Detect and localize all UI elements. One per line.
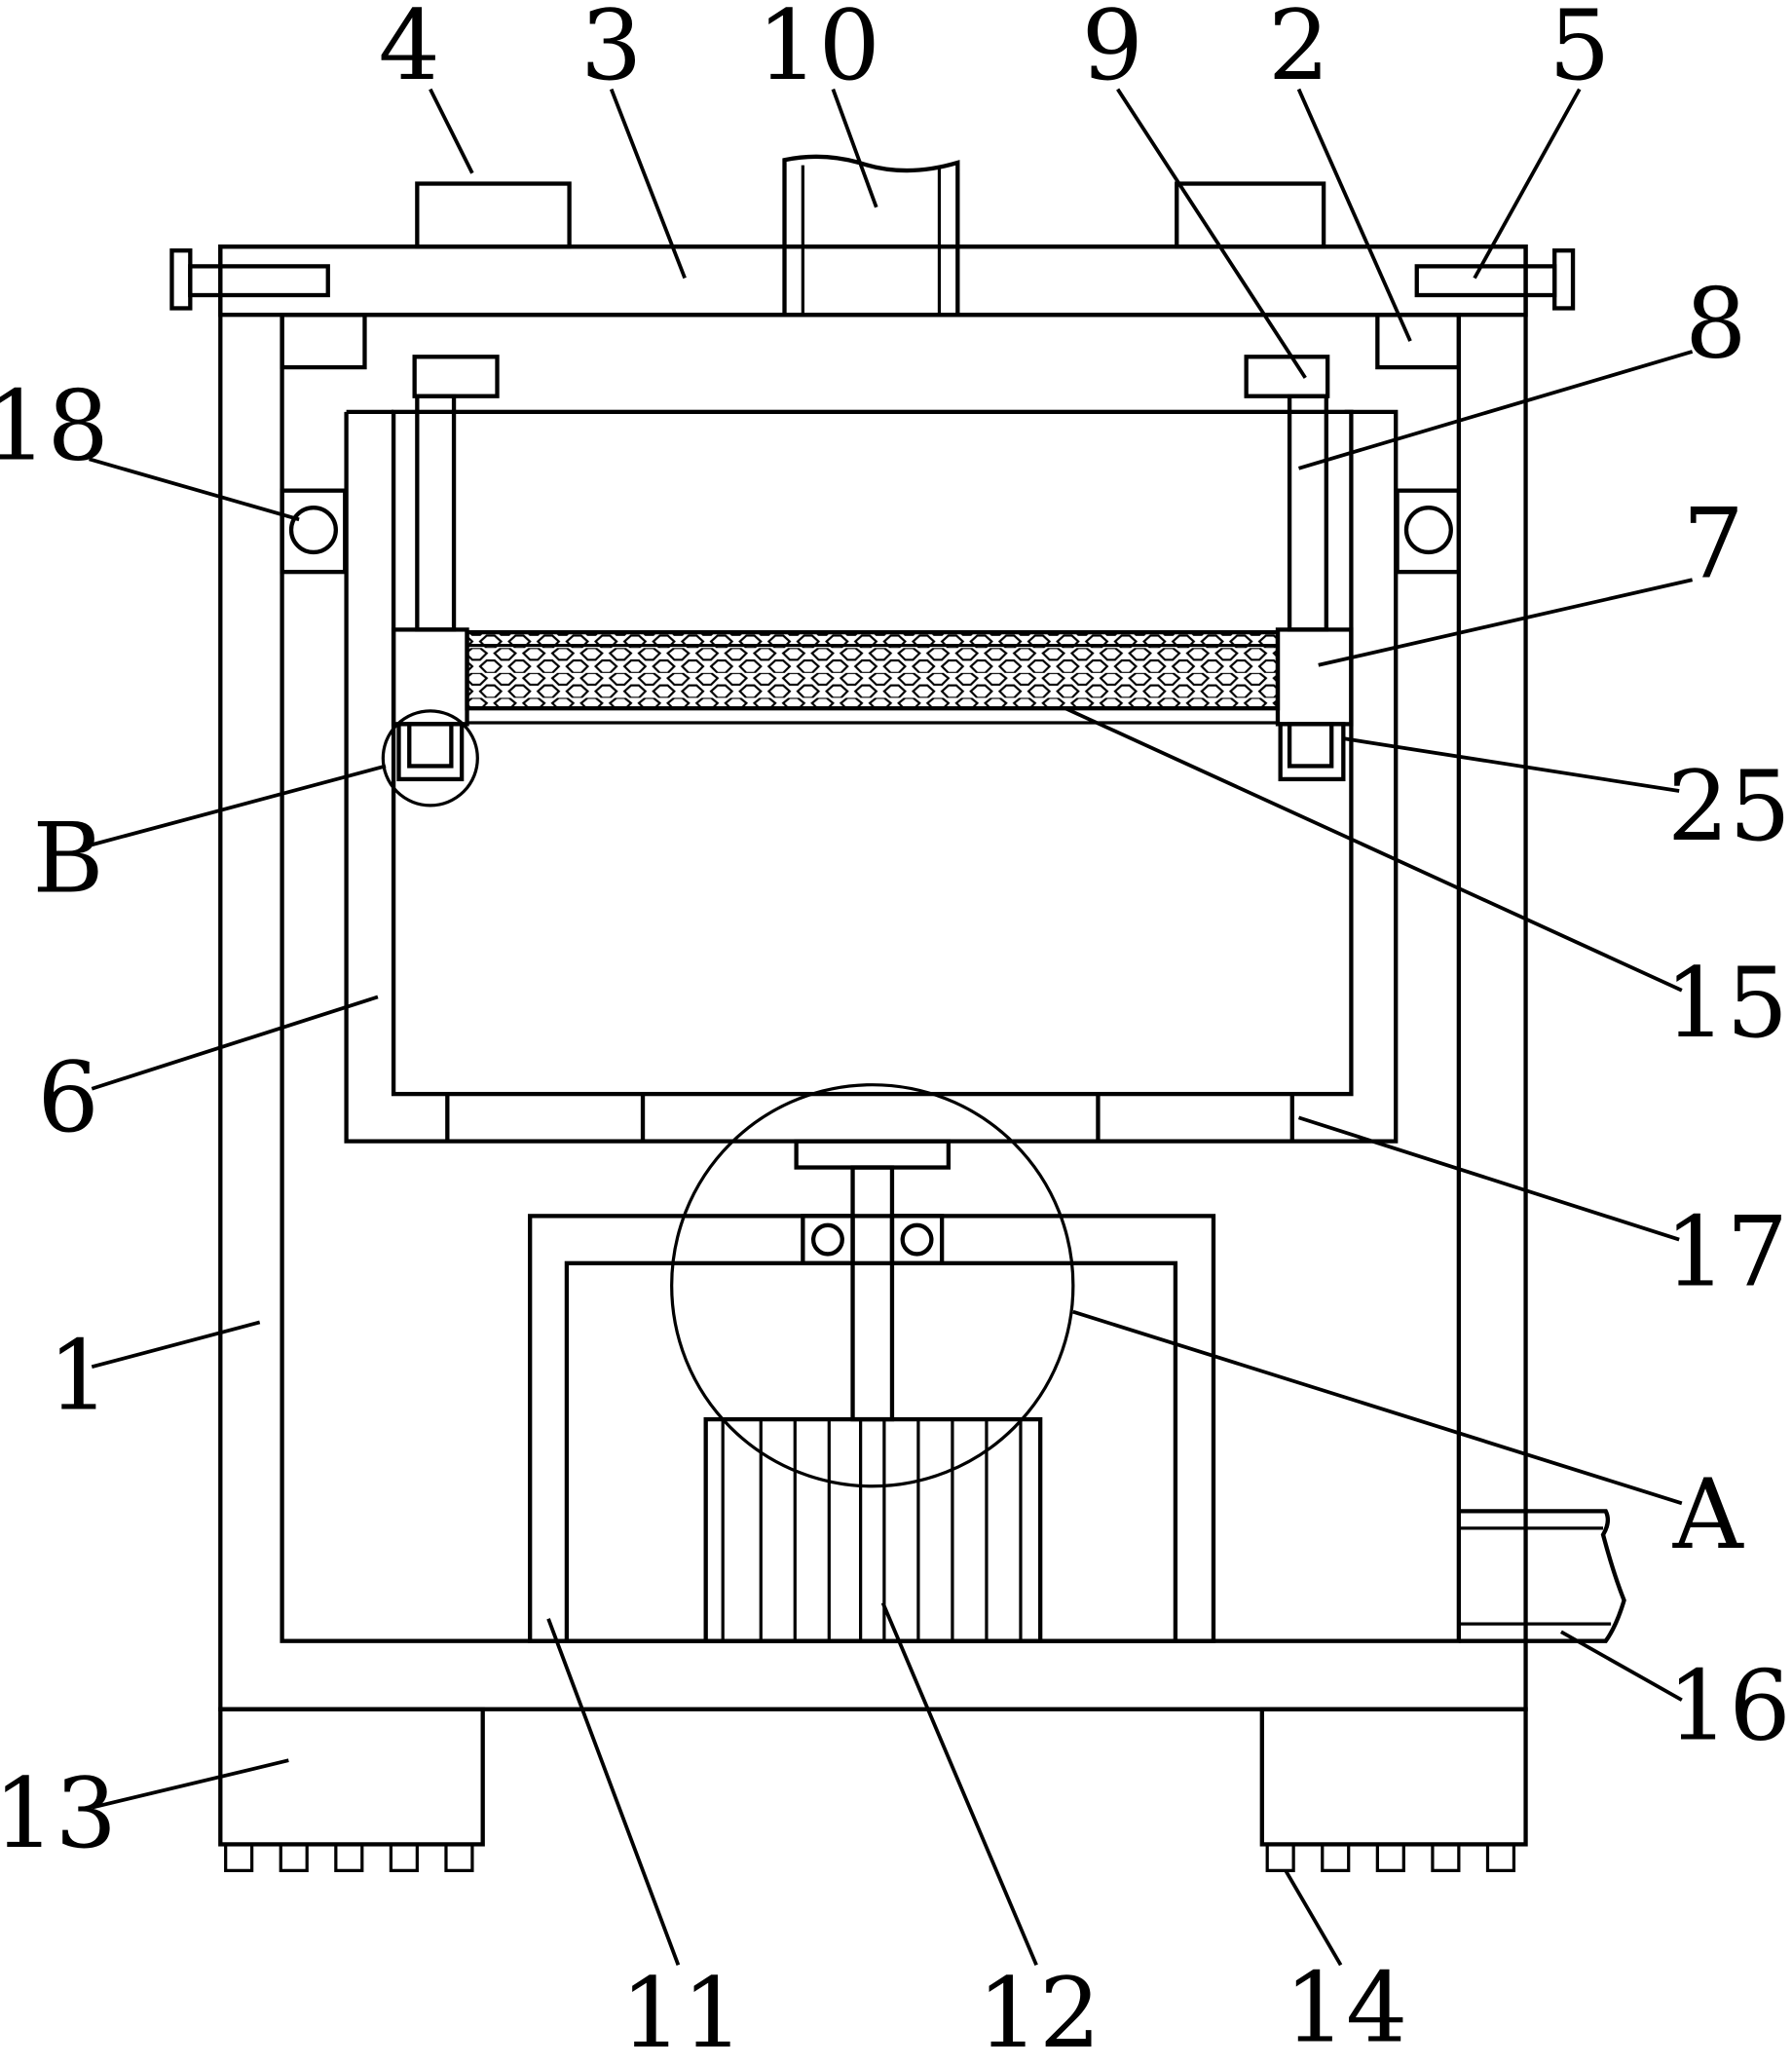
clamps bbox=[396, 722, 1346, 782]
filter-basket bbox=[344, 409, 1399, 1144]
callout-1: 1 bbox=[48, 1318, 109, 1432]
callout-A: A bbox=[1672, 1457, 1744, 1571]
callout-16: 16 bbox=[1667, 1649, 1791, 1763]
callout-13: 13 bbox=[0, 1756, 117, 1870]
callout-14: 14 bbox=[1285, 1950, 1408, 2064]
callout-5: 5 bbox=[1549, 0, 1610, 102]
corner-blocks bbox=[280, 313, 1462, 370]
callout-B: B bbox=[32, 802, 103, 916]
callout-6: 6 bbox=[37, 1040, 98, 1154]
callout-11: 11 bbox=[620, 1956, 744, 2066]
motor-frame bbox=[528, 1214, 1216, 1643]
leader-lines bbox=[89, 88, 1694, 1967]
top-blocks bbox=[415, 181, 1326, 249]
detail-circle-a bbox=[670, 1083, 1075, 1488]
callout-17: 17 bbox=[1664, 1195, 1788, 1309]
support-feet bbox=[218, 1707, 1528, 1847]
anti-slip-pads bbox=[224, 1842, 1516, 1872]
callout-15: 15 bbox=[1664, 946, 1788, 1060]
vertical-rods bbox=[412, 355, 1330, 632]
callout-4: 4 bbox=[379, 0, 440, 102]
bottom-pads bbox=[445, 1094, 1294, 1142]
top-cover bbox=[218, 244, 1528, 318]
callout-3: 3 bbox=[580, 0, 642, 102]
side-bolts bbox=[169, 248, 1576, 311]
detail-circle-b bbox=[381, 709, 479, 808]
callout-12: 12 bbox=[977, 1956, 1101, 2066]
outlet-pipe bbox=[1458, 1509, 1626, 1643]
wheel-holders bbox=[280, 488, 1462, 575]
callout-2: 2 bbox=[1268, 0, 1329, 102]
callout-25: 25 bbox=[1667, 749, 1791, 863]
filter-mesh bbox=[465, 629, 1281, 725]
callout-18: 18 bbox=[0, 368, 109, 482]
inlet-pipe bbox=[782, 154, 960, 316]
callout-9: 9 bbox=[1082, 0, 1143, 102]
callout-10: 10 bbox=[757, 0, 880, 102]
callout-7: 7 bbox=[1682, 487, 1743, 601]
callout-8: 8 bbox=[1685, 266, 1746, 380]
motor bbox=[703, 1416, 1043, 1643]
shaft-assembly bbox=[794, 1139, 952, 1422]
